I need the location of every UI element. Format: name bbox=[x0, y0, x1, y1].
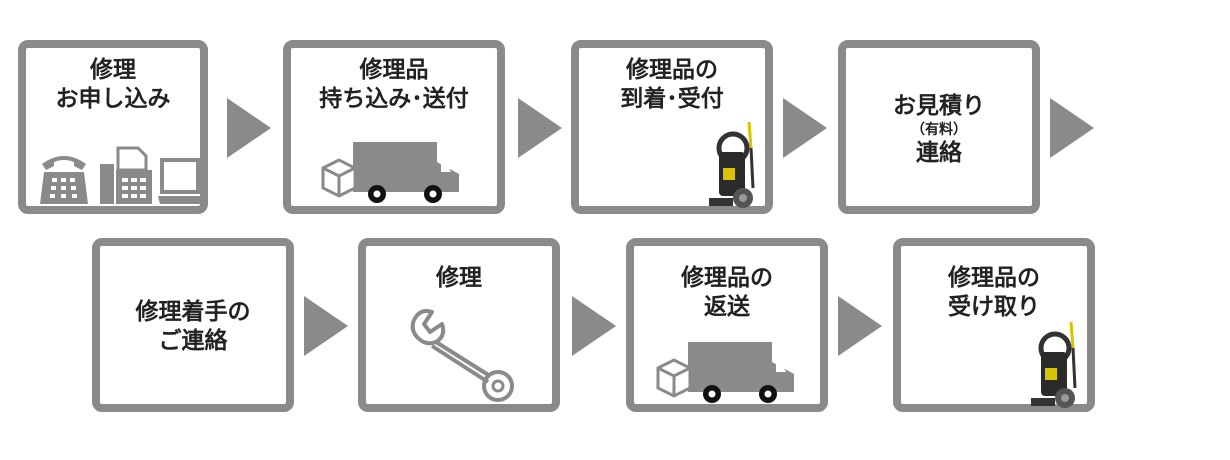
step-label: 修理 お申し込み bbox=[26, 56, 200, 114]
step-label: 修理 bbox=[366, 264, 552, 293]
step-label: 修理着手の ご連絡 bbox=[100, 298, 286, 356]
step-title-line2: 返送 bbox=[704, 294, 750, 320]
flow-arrow bbox=[572, 296, 616, 356]
step-title-line1: お見積り bbox=[893, 93, 985, 119]
delivery-truck-icon bbox=[321, 142, 459, 203]
step-4-estimate: お見積り （有料） 連絡 bbox=[838, 40, 1040, 214]
step-label: お見積り （有料） 連絡 bbox=[846, 92, 1032, 168]
step-title-line2: 到着･受付 bbox=[620, 86, 724, 112]
phone-fax-computer-icon bbox=[40, 146, 202, 204]
flow-arrow bbox=[783, 98, 827, 158]
step-title-line1: 修理品 bbox=[359, 57, 429, 83]
step-label: 修理品の 到着･受付 bbox=[579, 56, 765, 114]
step-title-line1: 修理着手の bbox=[135, 299, 251, 325]
delivery-truck-icon bbox=[656, 342, 794, 403]
step-title-line1: 修理 bbox=[90, 57, 136, 83]
step-label: 修理品の 返送 bbox=[634, 264, 820, 322]
step-label: 修理品の 受け取り bbox=[901, 264, 1087, 322]
step-2-send-in: 修理品 持ち込み･送付 bbox=[283, 40, 505, 214]
step-title-line2: ご連絡 bbox=[158, 328, 228, 354]
step-title-line1: 修理品の bbox=[681, 265, 773, 291]
flow-arrow bbox=[227, 98, 271, 158]
step-title-line2: 受け取り bbox=[948, 294, 1040, 320]
pressure-washer-icon bbox=[709, 121, 755, 208]
step-8-receive: 修理品の 受け取り bbox=[893, 238, 1095, 412]
step-1-application: 修理 お申し込み bbox=[18, 40, 208, 214]
flow-arrow bbox=[304, 296, 348, 356]
step-title-line1: 修理品の bbox=[948, 265, 1040, 291]
step-title-line2: お申し込み bbox=[55, 86, 171, 112]
step-6-repair: 修理 bbox=[358, 238, 560, 412]
step-title-line2: 連絡 bbox=[916, 140, 962, 166]
step-3-arrival: 修理品の 到着･受付 bbox=[571, 40, 773, 214]
pressure-washer-icon bbox=[1031, 321, 1077, 408]
step-title-line1: 修理品の bbox=[626, 57, 718, 83]
step-7-return: 修理品の 返送 bbox=[626, 238, 828, 412]
flow-arrow bbox=[1050, 98, 1094, 158]
step-title-line2: 持ち込み･送付 bbox=[319, 86, 469, 112]
step-note: （有料） bbox=[911, 122, 967, 138]
step-title-line1: 修理 bbox=[436, 265, 482, 291]
flow-arrow bbox=[518, 98, 562, 158]
wrench-icon bbox=[410, 309, 514, 402]
step-label: 修理品 持ち込み･送付 bbox=[291, 56, 497, 114]
flow-arrow bbox=[838, 296, 882, 356]
step-5-start-notice: 修理着手の ご連絡 bbox=[92, 238, 294, 412]
